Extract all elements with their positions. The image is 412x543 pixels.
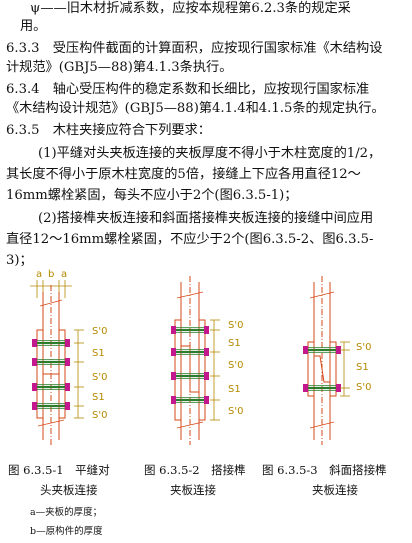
item-2: (2)搭接榫夹板连接和斜面搭接榫夹板连接的接缝中间应用 <box>38 211 374 226</box>
clause-6-3-3: 6.3.3 受压构件截面的计算面积，应按现行国家标准《木结构设 <box>6 41 383 56</box>
text-line: 其长度不得小于原木柱宽度的5倍，接缝上下应各用直径12～ <box>6 167 361 182</box>
spacing-label: S'0 <box>92 372 107 383</box>
text-line: 用。 <box>20 19 47 34</box>
spacing-label: S'0 <box>228 360 243 371</box>
note-b: b—原构件的厚度 <box>30 526 103 537</box>
caption-figure-1: 头夹板连接 <box>40 483 98 497</box>
figure-1-butt-joint: a b a S'0 S1 S'0 S1 <box>30 269 107 445</box>
clause-6-3-5: 6.3.5 木柱夹接应符合下列要求： <box>6 123 211 138</box>
dim-label-a: a <box>36 269 42 280</box>
text-line: 计规范》(GBJ5—88)第4.1.3条执行。 <box>6 60 233 75</box>
text-line: ψ——旧木材折减系数，应按本规程第6.2.3条的规定采 <box>30 1 351 16</box>
figure-3-scarf-joint: S'0 S1 S'0 <box>301 276 371 445</box>
text-line: 直径12～16mm螺栓紧固，不应少于2个(图6.3.5-2、图6.3.5- <box>6 232 374 247</box>
item-1: (1)平缝对头夹板连接的夹板厚度不得小于木柱宽度的1/2， <box>38 146 382 161</box>
text-line: 《木结构设计规范》(GBJ5—88)第4.1.4和4.1.5条的规定执行。 <box>6 101 385 116</box>
spacing-label: S'0 <box>356 342 371 353</box>
spacing-label: S1 <box>356 362 369 373</box>
spacing-label: S'0 <box>92 326 107 337</box>
spacing-label: S1 <box>92 392 105 403</box>
caption-figure-2: 夹板连接 <box>170 483 216 497</box>
figure-2-lap-joint: S'0 S1 S'0 S1 S'0 <box>169 276 243 445</box>
dim-label-b: b <box>48 269 54 280</box>
spacing-label: S'0 <box>356 382 371 393</box>
text-line: 16mm螺栓紧固，每头不应小于2个(图6.3.5-1)； <box>6 188 298 203</box>
text-line: 3)； <box>6 253 33 268</box>
clause-6-3-4: 6.3.4 轴心受压构件的稳定系数和长细比，应按现行国家标准 <box>6 82 370 97</box>
spacing-label: S'0 <box>228 406 243 417</box>
note-a: a—夹板的厚度； <box>30 507 103 518</box>
caption-figure-3: 夹板连接 <box>312 483 358 497</box>
spacing-label: S1 <box>228 338 241 349</box>
spacing-label: S'0 <box>228 320 243 331</box>
spacing-label: S'0 <box>92 410 107 421</box>
caption-figure-1: 图 6.3.5-1 平缝对 <box>8 463 110 477</box>
spacing-label: S1 <box>92 348 105 359</box>
spacing-label: S1 <box>228 384 241 395</box>
dim-label-a: a <box>61 269 67 280</box>
caption-figure-2: 图 6.3.5-2 搭接榫 <box>144 463 246 477</box>
caption-figure-3: 图 6.3.5-3 斜面搭接榫 <box>262 463 387 477</box>
